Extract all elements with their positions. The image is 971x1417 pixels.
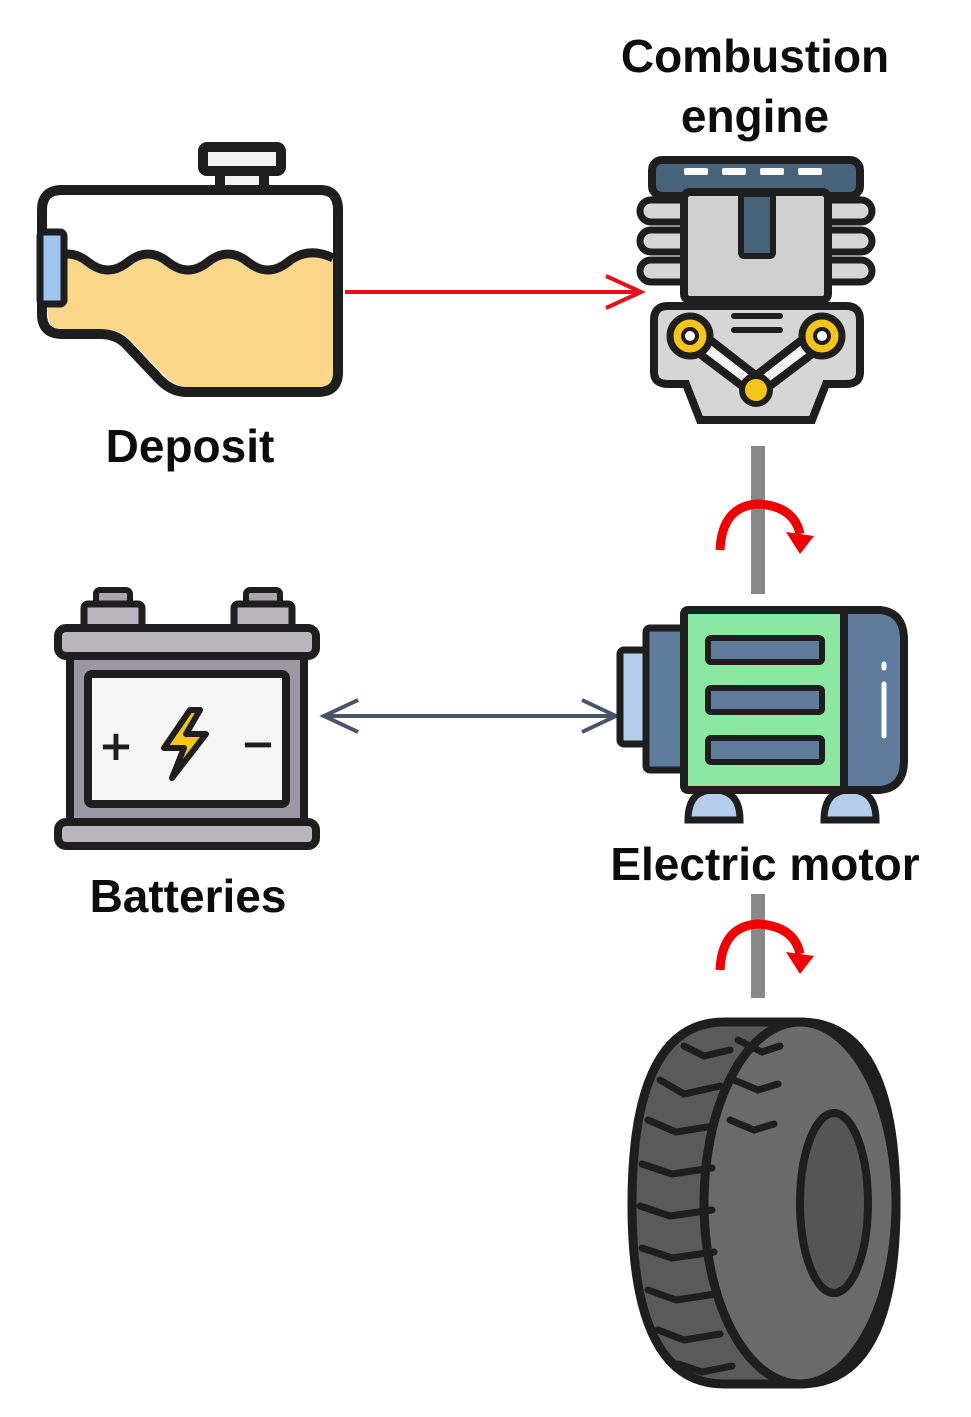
electric-motor-icon xyxy=(616,606,908,824)
battery-minus-symbol: − xyxy=(240,719,275,768)
combustion-engine-label-line2: engine xyxy=(680,90,830,142)
motor-wheel-shaft xyxy=(751,894,765,998)
batteries-label: Batteries xyxy=(89,870,287,922)
combustion-engine-label: Combustion engine xyxy=(560,26,950,146)
fuel-arrow-head xyxy=(605,274,646,310)
car-battery-icon xyxy=(54,587,320,850)
combustion-engine-icon xyxy=(636,156,876,424)
rotation-arrow-icon xyxy=(715,919,814,974)
combustion-engine-label-line1: Combustion xyxy=(620,30,890,82)
electric-flow-arrow xyxy=(319,698,621,734)
rotation-arrow-icon xyxy=(715,499,814,554)
tire-icon xyxy=(627,1017,901,1389)
fuel-tank-icon xyxy=(36,142,343,397)
deposit-label: Deposit xyxy=(105,420,275,472)
engine-motor-shaft xyxy=(751,446,765,594)
electric-motor-label: Electric motor xyxy=(610,838,920,890)
battery-plus-symbol: + xyxy=(98,721,133,770)
